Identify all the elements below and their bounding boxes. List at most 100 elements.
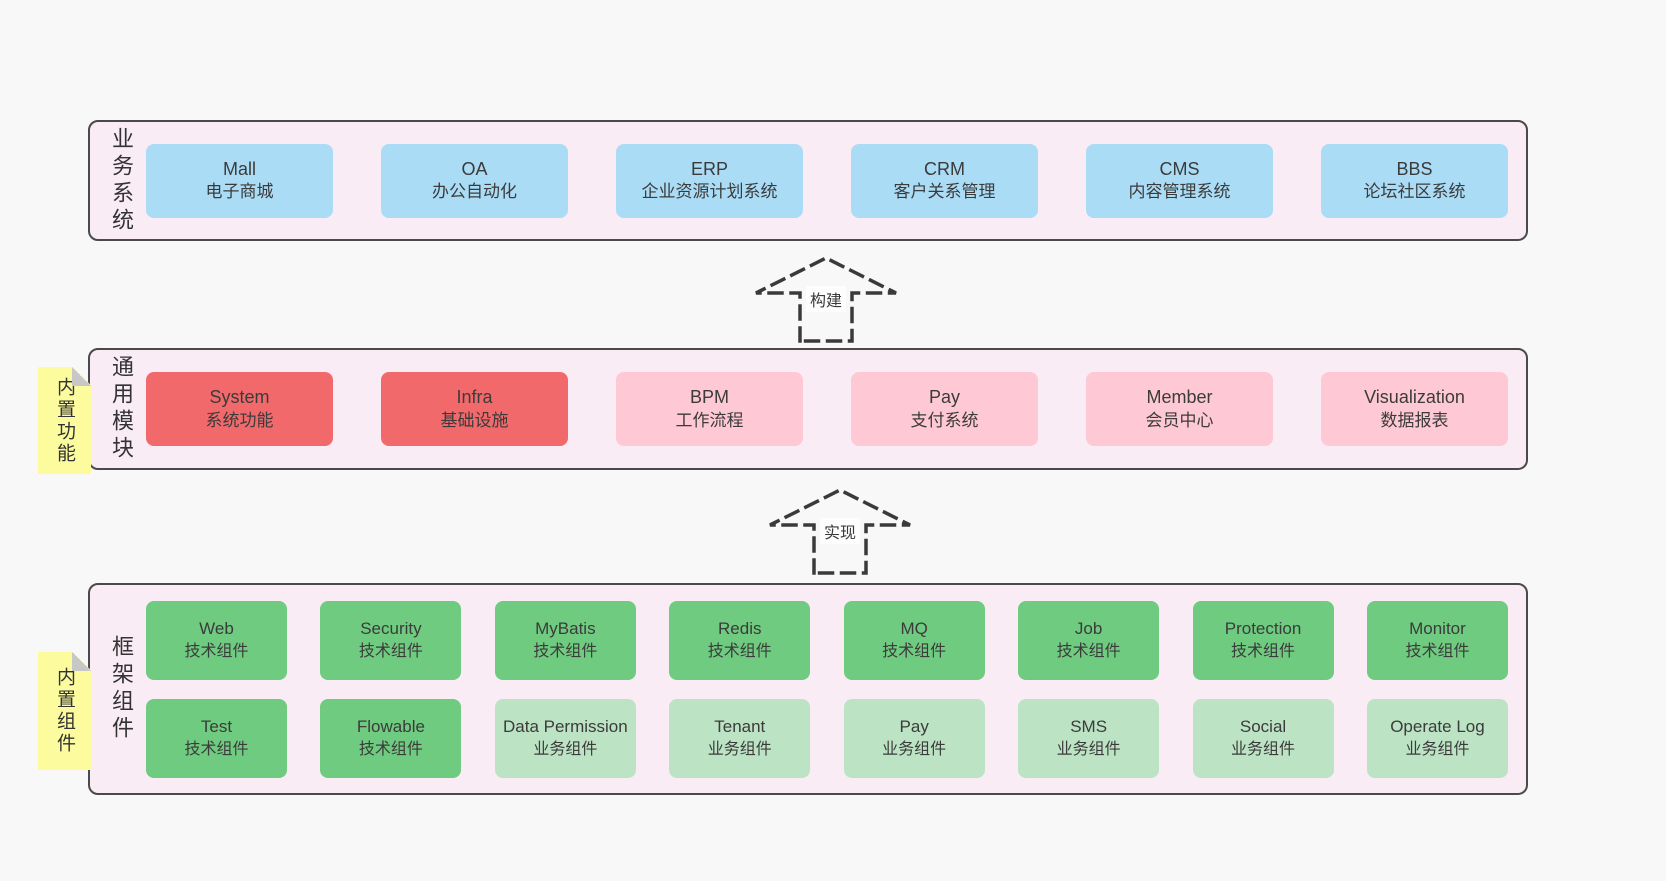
system-box-crm: CRM 客户关系管理	[851, 143, 1038, 218]
box-name: BPM	[689, 387, 729, 408]
module-box-member: Member 会员中心	[1086, 372, 1273, 446]
box-desc: 业务组件	[882, 740, 947, 758]
box-name: Data Permission	[502, 716, 628, 736]
box-desc: 业务组件	[1056, 740, 1121, 758]
box-name: Redis	[718, 618, 762, 638]
system-box-mall: Mall 电子商城	[146, 143, 333, 218]
box-desc: 技术组件	[533, 642, 598, 660]
box-name: MyBatis	[535, 618, 596, 638]
band-framework-components: 框架组件 Web 技术组件 Security 技术组件 MyBatis 技术组件…	[88, 583, 1528, 795]
box-desc: 业务组件	[1405, 740, 1470, 758]
box-name: Web	[199, 618, 234, 638]
module-box-infra: Infra 基础设施	[381, 372, 568, 446]
box-desc: 办公自动化	[432, 182, 517, 202]
component-box-sms: SMS 业务组件	[1018, 698, 1160, 778]
band-label-business-systems: 业务系统	[109, 126, 134, 235]
component-box-operate-log: Operate Log 业务组件	[1366, 698, 1508, 778]
component-box-test: Test 技术组件	[146, 698, 287, 778]
box-name: Operate Log	[1390, 716, 1485, 736]
box-desc: 内容管理系统	[1128, 182, 1231, 202]
component-box-protection: Protection 技术组件	[1192, 600, 1334, 680]
box-desc: 电子商城	[205, 182, 274, 202]
box-desc: 支付系统	[910, 410, 979, 430]
system-box-oa: OA 办公自动化	[381, 143, 568, 218]
box-name: Job	[1074, 618, 1103, 638]
band-business-systems: 业务系统 Mall 电子商城 OA 办公自动化 ERP 企业资源计划系统 CRM…	[88, 120, 1528, 241]
component-box-tenant: Tenant 业务组件	[669, 698, 811, 778]
system-box-bbs: BBS 论坛社区系统	[1321, 143, 1508, 218]
box-desc: 技术组件	[184, 740, 249, 758]
arrow-implement: 实现	[764, 487, 916, 575]
box-desc: 技术组件	[882, 642, 947, 660]
component-box-flowable: Flowable 技术组件	[320, 698, 462, 778]
box-desc: 业务组件	[533, 740, 598, 758]
box-desc: 技术组件	[358, 642, 423, 660]
component-box-security: Security 技术组件	[320, 600, 462, 680]
box-desc: 技术组件	[1405, 642, 1470, 660]
box-name: Social	[1239, 716, 1287, 736]
box-desc: 基础设施	[440, 410, 509, 430]
box-desc: 系统功能	[205, 410, 274, 430]
box-desc: 数据报表	[1380, 410, 1449, 430]
box-desc: 工作流程	[675, 410, 744, 430]
box-desc: 论坛社区系统	[1363, 182, 1466, 202]
component-box-data-permission: Data Permission 业务组件	[494, 698, 636, 778]
arrow-implement-label: 实现	[819, 518, 861, 544]
component-box-monitor: Monitor 技术组件	[1366, 600, 1508, 680]
system-box-erp: ERP 企业资源计划系统	[616, 143, 803, 218]
box-name: Mall	[222, 158, 256, 179]
box-name: Test	[200, 716, 233, 736]
band-modules-content: System 系统功能 Infra 基础设施 BPM 工作流程 Pay 支付系统…	[146, 350, 1508, 468]
components-row-1: Web 技术组件 Security 技术组件 MyBatis 技术组件 Redi…	[146, 600, 1508, 680]
component-box-social: Social 业务组件	[1192, 698, 1334, 778]
box-name: Security	[360, 618, 422, 638]
sticky-note-text: 内置组件	[54, 667, 75, 755]
module-box-system: System 系统功能	[146, 372, 333, 446]
component-box-pay: Pay 业务组件	[843, 698, 985, 778]
box-desc: 技术组件	[1056, 642, 1121, 660]
box-name: Member	[1146, 387, 1213, 408]
arrow-build-label: 构建	[805, 286, 847, 312]
box-name: CRM	[924, 158, 965, 179]
component-box-mq: MQ 技术组件	[843, 600, 985, 680]
module-box-pay: Pay 支付系统	[851, 372, 1038, 446]
box-desc: 企业资源计划系统	[641, 182, 778, 202]
box-name: System	[209, 387, 270, 408]
box-name: BBS	[1396, 158, 1433, 179]
component-box-redis: Redis 技术组件	[669, 600, 811, 680]
box-desc: 业务组件	[1231, 740, 1296, 758]
box-name: Pay	[899, 716, 929, 736]
band-business-content: Mall 电子商城 OA 办公自动化 ERP 企业资源计划系统 CRM 客户关系…	[146, 122, 1508, 239]
box-name: Protection	[1224, 618, 1302, 638]
module-box-bpm: BPM 工作流程	[616, 372, 803, 446]
component-box-mybatis: MyBatis 技术组件	[494, 600, 636, 680]
module-box-visualization: Visualization 数据报表	[1321, 372, 1508, 446]
box-desc: 会员中心	[1145, 410, 1214, 430]
box-desc: 技术组件	[358, 740, 423, 758]
box-name: SMS	[1070, 716, 1108, 736]
box-name: Infra	[456, 387, 493, 408]
sticky-note-text: 内置功能	[54, 376, 75, 465]
box-name: OA	[461, 158, 488, 179]
band-components-content: Web 技术组件 Security 技术组件 MyBatis 技术组件 Redi…	[146, 585, 1508, 793]
system-box-cms: CMS 内容管理系统	[1086, 143, 1273, 218]
box-name: Visualization	[1364, 387, 1465, 408]
box-name: Flowable	[356, 716, 425, 736]
band-label-framework-components: 框架组件	[109, 635, 134, 743]
box-name: Pay	[928, 387, 961, 408]
box-desc: 技术组件	[184, 642, 249, 660]
box-desc: 客户关系管理	[893, 182, 996, 202]
box-desc: 技术组件	[707, 642, 772, 660]
box-name: Monitor	[1409, 618, 1466, 638]
sticky-note-builtin-features: 内置功能	[38, 367, 91, 474]
box-name: Tenant	[714, 716, 766, 736]
box-desc: 业务组件	[707, 740, 772, 758]
band-common-modules: 通用模块 System 系统功能 Infra 基础设施 BPM 工作流程 Pay…	[88, 348, 1528, 470]
band-label-common-modules: 通用模块	[109, 355, 134, 463]
box-name: ERP	[690, 158, 728, 179]
box-desc: 技术组件	[1231, 642, 1296, 660]
component-box-job: Job 技术组件	[1018, 600, 1160, 680]
sticky-note-builtin-components: 内置组件	[38, 652, 91, 770]
component-box-web: Web 技术组件	[146, 600, 287, 680]
